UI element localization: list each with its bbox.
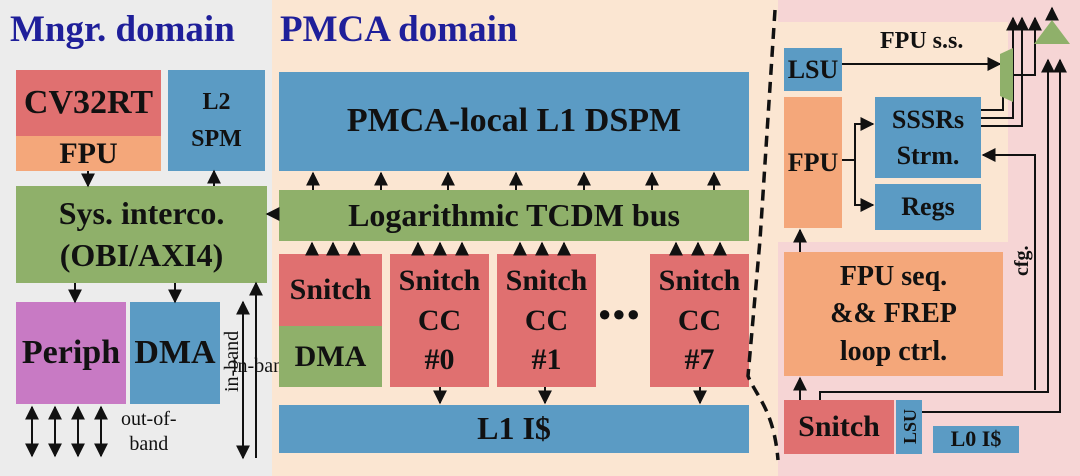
mngr-domain-title: Mngr. domain: [10, 9, 235, 50]
lsu-side-rotated-text: LSU: [900, 409, 920, 444]
l1-dspm-label: PMCA-local L1 DSPM: [346, 102, 682, 140]
core-snitch: Snitch: [784, 400, 894, 454]
sssrs-streamers: SSSRs Strm.: [875, 97, 981, 178]
l2-spm-line2: SPM: [191, 125, 242, 152]
out-of-band-label: out-of- band: [121, 407, 177, 457]
out-of-band-line2: band: [129, 433, 169, 455]
seq-line3: loop ctrl.: [839, 335, 948, 367]
in-band-rotated-text: in-band: [221, 331, 243, 392]
output-mux: [1034, 20, 1070, 44]
lsu-side: [896, 400, 922, 454]
cc7-line2: CC: [677, 303, 722, 337]
interconnect-line2: (OBI/AXI4): [59, 236, 224, 273]
regs: Regs: [875, 184, 981, 230]
interconnect-line1: Sys. interco.: [58, 194, 225, 231]
domain-separator: [746, 9, 780, 461]
seq-line1: FPU seq.: [839, 260, 948, 292]
core-ellipsis: ●●●: [598, 301, 641, 326]
cc1-line2: CC: [524, 303, 569, 337]
cc0-line3: #0: [424, 343, 455, 377]
snitch-to-bus-wire-1: [819, 58, 1055, 400]
tcdm-bus-label: Logarithmic TCDM bus: [348, 196, 680, 233]
mngr-fpu-label: FPU: [59, 136, 118, 170]
peripherals: Periph: [16, 302, 126, 404]
cfg-wire: [981, 148, 1036, 390]
fpu-to-sssrs-wire: [842, 117, 875, 161]
mngr-fpu: FPU: [16, 136, 161, 171]
l1-icache: L1 I$: [279, 405, 749, 453]
fpu-ss-label: FPU s.s.: [880, 28, 964, 54]
l2-spm: L2 SPM: [168, 70, 265, 171]
l2-spm-line1: L2: [202, 88, 231, 115]
pmca-domain-title: PMCA domain: [280, 9, 518, 50]
cc7-line3: #7: [684, 343, 715, 377]
sssrs-line1: SSSRs: [891, 105, 965, 135]
snitch-cc-7: Snitch CC #7: [650, 254, 749, 387]
lsu-top: LSU: [784, 48, 842, 91]
cc7-line1: Snitch: [658, 264, 741, 298]
cc0-line2: CC: [417, 303, 462, 337]
mngr-dma: DMA: [130, 302, 220, 404]
pmca-dma-label: DMA: [294, 339, 367, 373]
core-snitch-label: Snitch: [798, 410, 880, 444]
l1-icache-label: L1 I$: [477, 410, 551, 447]
tcdm-bus: Logarithmic TCDM bus: [279, 190, 749, 241]
snitch-dma-core-label: Snitch: [289, 273, 372, 307]
seq-line2: && FREP: [830, 298, 957, 330]
cc1-line1: Snitch: [505, 264, 588, 298]
mngr-dma-label: DMA: [134, 333, 216, 371]
sssrs-to-mux-wire-1: [981, 85, 1004, 111]
l0-icache-label: L0 I$: [950, 426, 1002, 452]
system-interconnect: Sys. interco. (OBI/AXI4): [16, 186, 267, 283]
out-of-band-line1: out-of-: [121, 408, 177, 430]
snitch-cc-1: Snitch CC #1: [497, 254, 596, 387]
cv32rt-label: CV32RT: [23, 83, 154, 121]
fpu-to-regs-wire: [854, 160, 875, 212]
sssrs-line2: Strm.: [896, 140, 960, 170]
cc0-line1: Snitch: [398, 264, 481, 298]
core-fpu: FPU: [784, 97, 842, 228]
l0-icache: L0 I$: [933, 426, 1019, 453]
lsu-to-bus-wire: [922, 58, 1067, 413]
core-fpu-label: FPU: [787, 147, 839, 177]
cfg-rotated-text: cfg.: [1011, 245, 1033, 276]
pmca-l1-dspm: PMCA-local L1 DSPM: [279, 72, 749, 171]
snitch-cc-0: Snitch CC #0: [390, 254, 489, 387]
regs-label: Regs: [901, 192, 955, 222]
fpu-ss-mux: [1000, 48, 1013, 102]
pmca-dma: DMA: [279, 326, 382, 387]
lsu-top-label: LSU: [787, 54, 839, 84]
snitch-dma-core: Snitch: [279, 254, 382, 326]
mux-out-wire: [1010, 16, 1042, 76]
sssrs-to-mux-wire-3: [981, 16, 1029, 127]
periph-label: Periph: [21, 333, 121, 371]
fpu-sequencer: FPU seq. && FREP loop ctrl.: [784, 252, 1003, 376]
cc1-line3: #1: [531, 343, 562, 377]
cv32rt-core: CV32RT: [16, 70, 161, 136]
